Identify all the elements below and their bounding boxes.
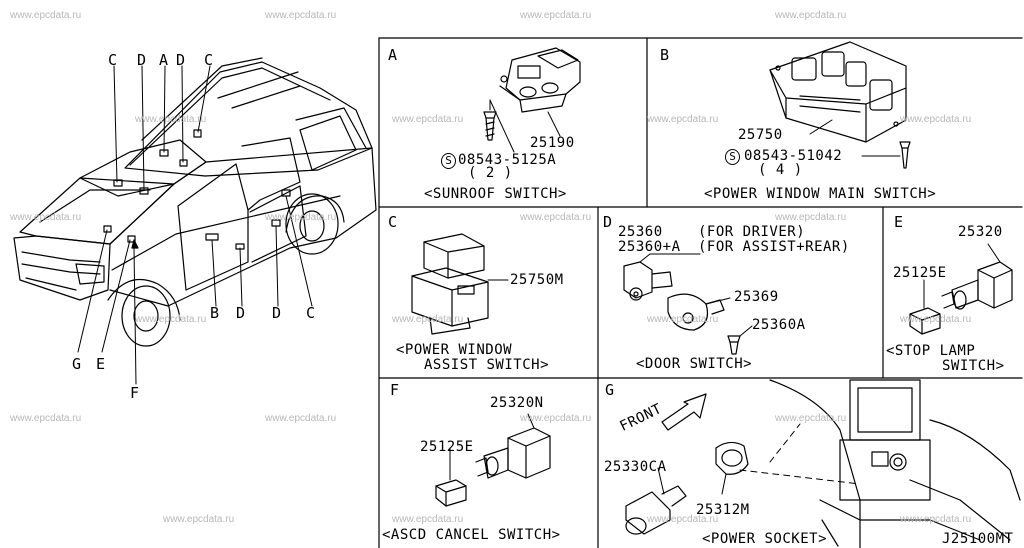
- callout-letter: G: [72, 355, 82, 373]
- diagram-code: J25100MT: [942, 531, 1014, 547]
- callout-letter: F: [130, 384, 140, 402]
- part-number-25369: 25369: [734, 289, 779, 305]
- callout-letter: A: [159, 51, 169, 69]
- watermark: www.epcdata.ru: [10, 212, 82, 223]
- part-quantity: ( 4 ): [758, 162, 803, 178]
- callout-letter: D: [236, 304, 246, 322]
- panel-grid: [378, 37, 1023, 548]
- panel-a-letter: A: [388, 46, 398, 64]
- caption-stop-lamp-line2: SWITCH>: [942, 358, 1005, 374]
- caption-stop-lamp-line1: <STOP LAMP: [886, 343, 976, 359]
- door-switch-drawing: [623, 253, 753, 355]
- caption-power-window-main-switch: <POWER WINDOW MAIN SWITCH>: [704, 186, 937, 202]
- watermark: www.epcdata.ru: [392, 314, 464, 325]
- stop-lamp-switch-drawing: [909, 243, 1013, 335]
- caption-power-socket: <POWER SOCKET>: [702, 531, 828, 547]
- panel-g-letter: G: [605, 381, 615, 399]
- watermark: www.epcdata.ru: [163, 514, 235, 525]
- part-quantity: ( 2 ): [468, 165, 513, 181]
- callout-letter: B: [210, 304, 220, 322]
- part-note-for-driver: (FOR DRIVER): [698, 224, 806, 240]
- watermark: www.epcdata.ru: [265, 413, 337, 424]
- watermark: www.epcdata.ru: [775, 212, 847, 223]
- s-symbol: S: [725, 149, 740, 165]
- overview-leaders: [77, 65, 313, 385]
- watermark: www.epcdata.ru: [392, 114, 464, 125]
- part-number-25312m: 25312M: [696, 502, 750, 518]
- watermark: www.epcdata.ru: [392, 514, 464, 525]
- panel-b-letter: B: [660, 46, 670, 64]
- caption-power-window-assist-line2: ASSIST SWITCH>: [424, 357, 550, 373]
- callout-letter: D: [137, 51, 147, 69]
- watermark: www.epcdata.ru: [647, 514, 719, 525]
- caption-power-window-assist-line1: <POWER WINDOW: [396, 342, 513, 358]
- panel-d-letter: D: [603, 213, 613, 231]
- part-number-25360a: 25360A: [752, 317, 806, 333]
- callout-letter: C: [204, 51, 214, 69]
- watermark: www.epcdata.ru: [265, 10, 337, 21]
- caption-door-switch: <DOOR SWITCH>: [636, 356, 753, 372]
- callout-letter: D: [176, 51, 186, 69]
- watermark: www.epcdata.ru: [900, 514, 972, 525]
- watermark: www.epcdata.ru: [135, 114, 207, 125]
- vehicle-overview: [13, 57, 377, 347]
- ascd-cancel-switch-drawing: [435, 413, 551, 507]
- watermark: www.epcdata.ru: [265, 212, 337, 223]
- caption-sunroof-switch: <SUNROOF SWITCH>: [424, 186, 567, 202]
- watermark: www.epcdata.ru: [647, 314, 719, 325]
- watermark: www.epcdata.ru: [520, 413, 592, 424]
- part-number-25750: 25750: [738, 127, 783, 143]
- callout-letter: D: [272, 304, 282, 322]
- part-number-25125e: 25125E: [420, 439, 474, 455]
- part-number-08543-51042: 08543-51042: [744, 148, 843, 164]
- watermark: www.epcdata.ru: [900, 114, 972, 125]
- callout-letter: E: [96, 355, 106, 373]
- watermark: www.epcdata.ru: [647, 114, 719, 125]
- part-number-08543-5125a: 08543-5125A: [458, 152, 557, 168]
- s-symbol: S: [441, 153, 456, 169]
- watermark: www.epcdata.ru: [135, 314, 207, 325]
- part-number-25320: 25320: [958, 224, 1003, 240]
- part-number-25750m: 25750M: [510, 272, 564, 288]
- part-number-25330ca: 25330CA: [604, 459, 667, 475]
- part-number-25360: 25360: [618, 224, 663, 240]
- part-number-25360-a: 25360+A: [618, 239, 681, 255]
- power-window-main-switch-drawing: [769, 41, 911, 169]
- part-note-for-assist-rear: (FOR ASSIST+REAR): [698, 239, 850, 255]
- watermark: www.epcdata.ru: [775, 413, 847, 424]
- caption-ascd-cancel-switch: <ASCD CANCEL SWITCH>: [382, 527, 561, 543]
- watermark: www.epcdata.ru: [900, 314, 972, 325]
- power-window-assist-switch-drawing: [411, 233, 509, 335]
- part-number-25190: 25190: [530, 135, 575, 151]
- watermark: www.epcdata.ru: [10, 413, 82, 424]
- watermark: www.epcdata.ru: [520, 10, 592, 21]
- sunroof-switch-drawing: [483, 47, 581, 153]
- watermark: www.epcdata.ru: [775, 10, 847, 21]
- part-number-25320n: 25320N: [490, 395, 544, 411]
- callout-letter: C: [306, 304, 316, 322]
- callout-letter: C: [108, 51, 118, 69]
- watermark: www.epcdata.ru: [10, 10, 82, 21]
- panel-e-letter: E: [894, 213, 904, 231]
- panel-c-letter: C: [388, 213, 398, 231]
- watermark: www.epcdata.ru: [520, 212, 592, 223]
- panel-f-letter: F: [390, 381, 400, 399]
- part-number-25125e: 25125E: [893, 265, 947, 281]
- power-socket-drawing: [625, 379, 1021, 548]
